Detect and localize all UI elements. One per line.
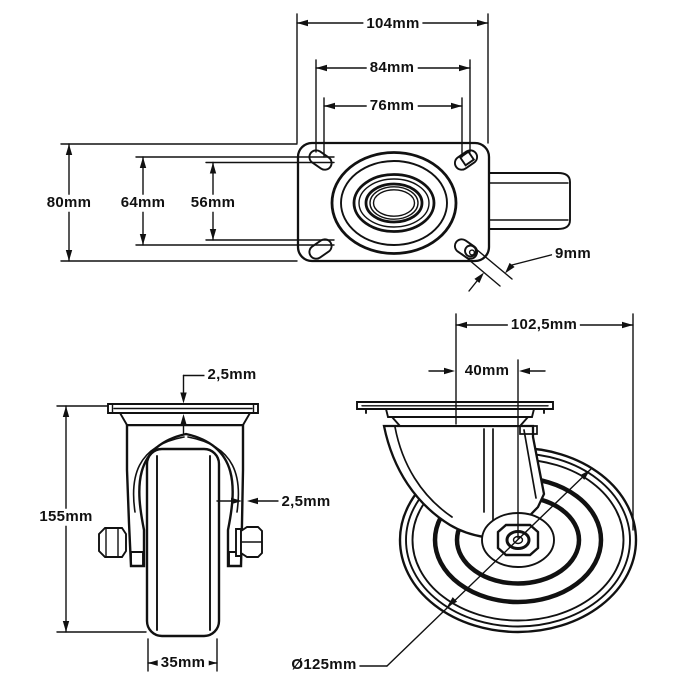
swivel-cone-front (392, 417, 528, 426)
side-view-wheel (147, 449, 219, 636)
front-view-plate (357, 402, 553, 413)
dim-label-plate-depth: 80mm (43, 194, 95, 212)
top-view (61, 14, 570, 291)
dim-label-bolt-depth-wide: 64mm (117, 194, 169, 212)
dim-label-plate-width: 104mm (363, 15, 423, 32)
axle-nut (236, 527, 262, 557)
swivel-bearing-rings (332, 153, 456, 254)
front-view-dimension-lines (359, 314, 633, 666)
dim-label-total-height: 155mm (36, 508, 96, 526)
dim-label-bolt-spacing-narrow: 76mm (366, 97, 418, 115)
dim-label-bolt-spacing-wide: 84mm (366, 59, 418, 77)
dim-label-fork-thickness: 2,5mm (278, 493, 334, 510)
front-view (357, 314, 636, 666)
slot-width-callout (462, 244, 553, 291)
bolt-head-top-right (460, 152, 474, 165)
dim-label-plate-thickness: 2,5mm (204, 366, 260, 384)
dim-label-bolt-depth-narrow: 56mm (187, 194, 239, 212)
bolt-slots (307, 148, 480, 262)
dim-label-wheel-width: 35mm (157, 654, 209, 672)
fork-foot-left (131, 552, 143, 566)
front-view-fork-details (395, 426, 537, 520)
dim-label-slot-width: 9mm (552, 245, 594, 263)
fork-foot-right (229, 552, 241, 566)
side-view-plate (108, 404, 258, 413)
dim-label-wheel-diameter: Ø125mm (288, 656, 360, 674)
top-view-wheel (489, 173, 570, 229)
dim-label-swivel-offset: 40mm (461, 362, 513, 380)
top-view-extension-lines (61, 14, 488, 261)
bolt-head-bottom-right (465, 246, 476, 257)
axle-bolt-head (99, 528, 126, 557)
dim-label-total-length: 102,5mm (507, 316, 581, 334)
swivel-housing (386, 409, 534, 417)
side-view (57, 376, 281, 672)
bolt-slot-bottom-left (307, 237, 334, 262)
